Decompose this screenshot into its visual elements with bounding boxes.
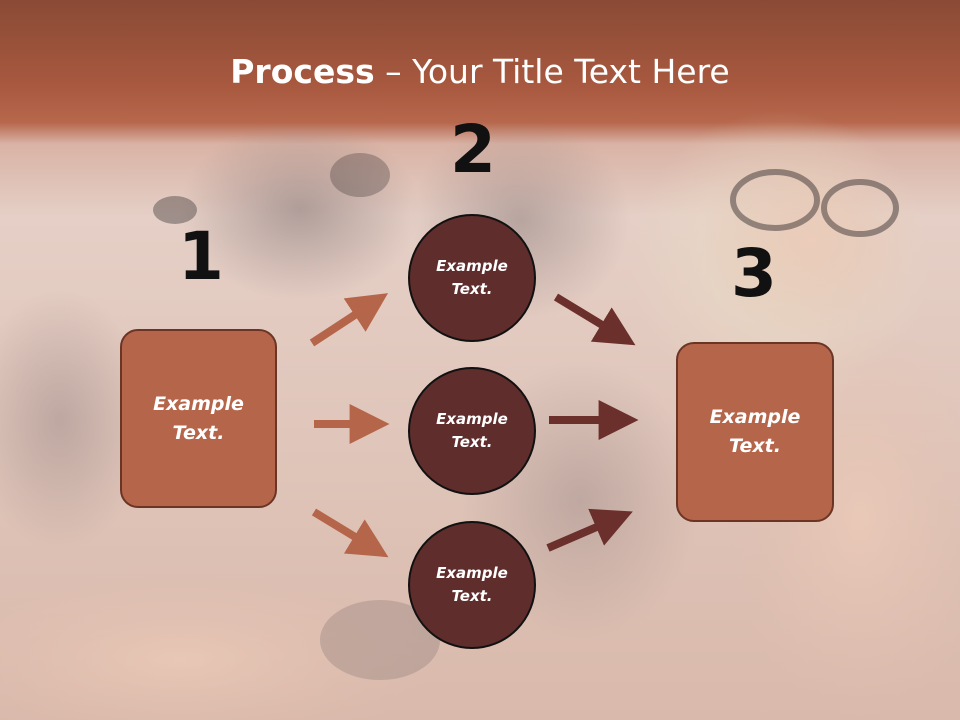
arrow-from-top-circle xyxy=(553,293,636,346)
arrow-to-bottom-circle xyxy=(311,508,389,558)
step-2-circle-top: Example Text. xyxy=(408,214,536,342)
step-3-box: Example Text. xyxy=(676,342,834,522)
step-number-1: 1 xyxy=(178,218,224,295)
step-number-3: 3 xyxy=(731,235,777,312)
step-number-2: 2 xyxy=(450,111,496,188)
title-bold: Process xyxy=(230,52,375,91)
step-2-circle-bottom: Example Text. xyxy=(408,521,536,649)
slide-title: Process – Your Title Text Here xyxy=(0,52,960,91)
arrow-from-bottom-circle xyxy=(546,508,633,552)
step-1-box: Example Text. xyxy=(120,329,277,508)
step-2-circle-middle: Example Text. xyxy=(408,367,536,495)
title-rest: – Your Title Text Here xyxy=(374,52,730,91)
arrow-to-top-circle xyxy=(309,293,389,347)
